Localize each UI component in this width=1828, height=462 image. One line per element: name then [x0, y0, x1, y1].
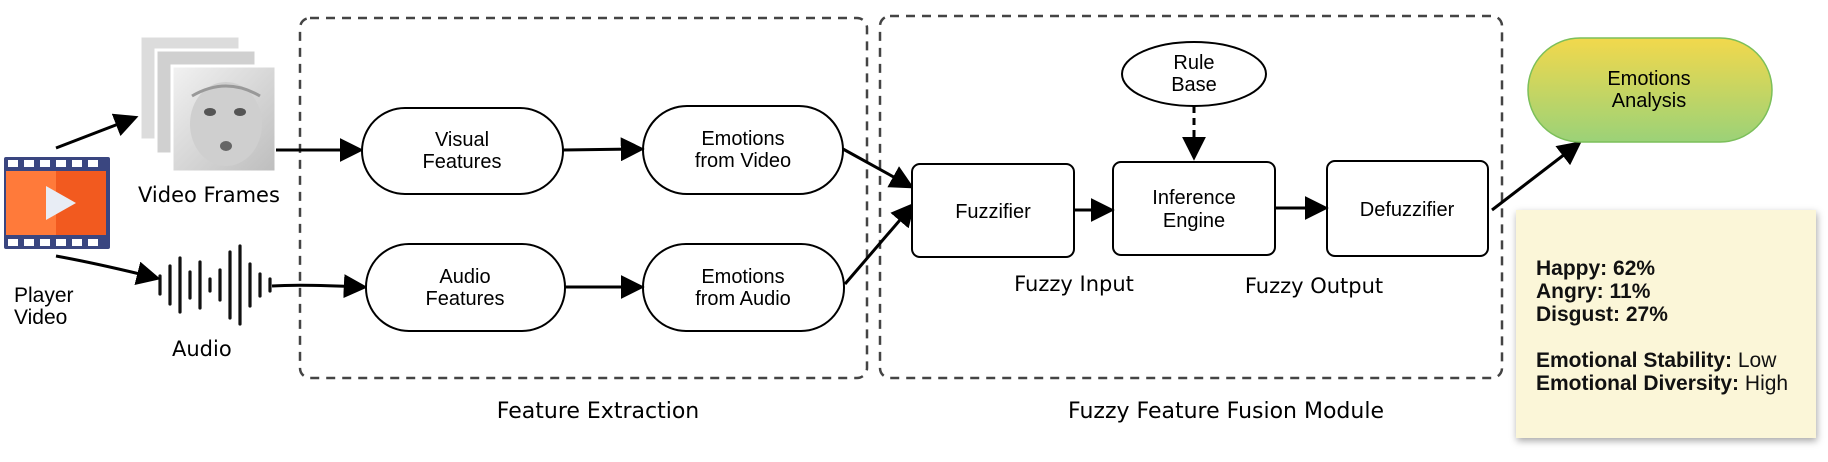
audio-features-label-1: Audio [439, 266, 490, 288]
emotions-from-video-label-1: Emotions [701, 128, 784, 150]
fusion-module-title: Fuzzy Feature Fusion Module [1068, 399, 1384, 424]
angry-value: 11% [1609, 280, 1651, 303]
arrow-video-emotions-to-fuzzifier [842, 147, 915, 189]
emotion-results-panel: Happy: 62% Angry: 11% Disgust: 27% Emoti… [1516, 210, 1816, 438]
disgust-label: Disgust: [1536, 303, 1620, 326]
diversity-row: Emotional Diversity: High [1536, 372, 1816, 395]
player-video-label-2: Video [14, 306, 67, 329]
stability-value: Low [1737, 349, 1777, 372]
diversity-label: Emotional Diversity: [1536, 372, 1740, 395]
visual-features-label-2: Features [423, 151, 502, 173]
disgust-row: Disgust: 27% [1536, 303, 1816, 326]
arrow-defuzzifier-to-analysis [1491, 141, 1582, 212]
arrow-audio-to-audio-features [271, 274, 368, 299]
feature-extraction-box [298, 16, 869, 380]
stability-row: Emotional Stability: Low [1536, 349, 1816, 372]
happy-value: 62% [1613, 257, 1656, 280]
inference-engine-label-2: Engine [1163, 210, 1225, 232]
audio-features-label-2: Features [426, 288, 505, 310]
fuzzy-input-label: Fuzzy Input [1014, 272, 1134, 296]
video-player-icon [4, 157, 110, 249]
arrow-visual-to-emotions [562, 137, 645, 162]
diversity-value: High [1744, 372, 1789, 395]
angry-label: Angry: [1536, 280, 1604, 303]
arrow-audio-emotions-to-fuzzifier [843, 202, 916, 285]
arrow-video-to-audio [55, 254, 161, 285]
emotions-analysis-label-2: Analysis [1612, 90, 1686, 112]
emotions-analysis-node [1527, 37, 1773, 143]
defuzzifier-label: Defuzzifier [1360, 199, 1455, 221]
disgust-value: 27% [1625, 303, 1668, 326]
fuzzy-output-label: Fuzzy Output [1245, 274, 1383, 298]
fuzzifier-label: Fuzzifier [955, 201, 1031, 223]
emotions-from-audio-label-1: Emotions [701, 266, 784, 288]
arrow-video-to-frames [55, 113, 139, 150]
rule-base-label-1: Rule [1173, 52, 1214, 74]
player-video-label-1: Player [14, 284, 74, 307]
feature-extraction-title: Feature Extraction [497, 399, 699, 424]
happy-label: Happy: [1536, 257, 1608, 280]
visual-features-node [361, 107, 564, 195]
emotions-from-video-label-2: from Video [695, 150, 791, 172]
results-spacer [1536, 326, 1816, 349]
emotions-analysis-label-1: Emotions [1607, 68, 1690, 90]
video-frames-icon [138, 34, 278, 174]
angry-row: Angry: 11% [1536, 280, 1816, 303]
video-frames-label: Video Frames [138, 183, 280, 207]
emotions-from-audio-label-2: from Audio [695, 288, 791, 310]
audio-waveform-icon [158, 244, 272, 326]
audio-label: Audio [172, 337, 232, 361]
happy-row: Happy: 62% [1536, 257, 1816, 280]
fusion-module-box [878, 14, 1504, 380]
stability-label: Emotional Stability: [1536, 349, 1733, 372]
inference-engine-label-1: Inference [1152, 187, 1235, 209]
rule-base-label-2: Base [1171, 74, 1217, 96]
visual-features-label-1: Visual [435, 129, 489, 151]
